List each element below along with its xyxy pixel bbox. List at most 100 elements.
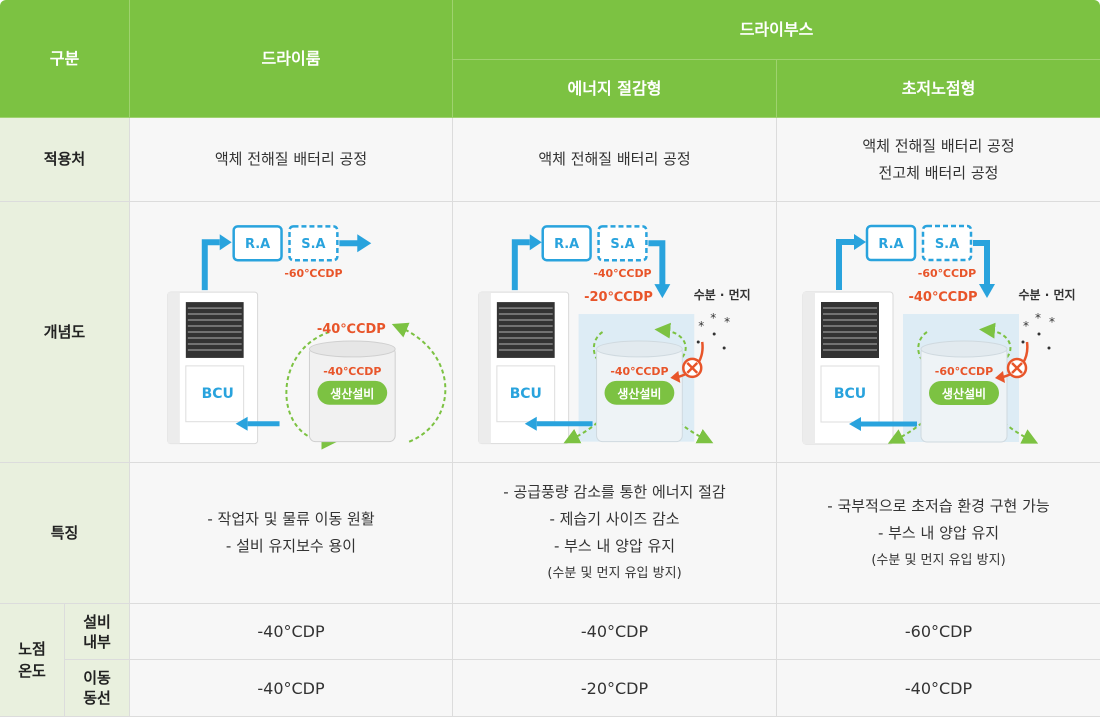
dry-room-diagram: BCU R.A S.A -60℃CDP -40℃CDP -40℃CDP bbox=[167, 224, 447, 450]
concept-ultra-low-dew: BCU R.A S.A -60℃CDP -40℃CDP 수분 · 먼지 * * * bbox=[777, 202, 1100, 463]
equipment-label: 생산설비 bbox=[330, 385, 374, 400]
bcu-unit: BCU bbox=[167, 291, 259, 444]
inside-energy-saving: -40°CDP bbox=[453, 604, 777, 660]
feature-line: - 제습기 사이즈 감소 bbox=[549, 510, 680, 528]
contaminant-label: 수분 · 먼지 bbox=[1018, 287, 1075, 302]
inside-label-line: 내부 bbox=[83, 632, 111, 651]
bcu-unit: BCU bbox=[802, 291, 894, 444]
supply-air-arrow bbox=[654, 283, 671, 298]
feature-line: - 부스 내 양압 유지 bbox=[877, 523, 1000, 542]
svg-text:*: * bbox=[1049, 315, 1055, 329]
inside-ultra-low-dew: -60°CDP bbox=[777, 604, 1100, 660]
supply-air-arrow bbox=[357, 233, 372, 252]
path-energy-saving: -20°CDP bbox=[453, 660, 777, 717]
application-dry-room-line: 액체 전해질 배터리 공정 bbox=[214, 150, 368, 168]
sa-cdp-label: -60℃CDP bbox=[284, 267, 342, 280]
svg-text:*: * bbox=[1035, 311, 1041, 325]
blocked-icon bbox=[670, 341, 704, 383]
production-equipment: -40℃CDP 생산설비 bbox=[596, 339, 683, 442]
ultra-low-dew-diagram: BCU R.A S.A -60℃CDP -40℃CDP 수분 · 먼지 * * * bbox=[802, 224, 1076, 444]
sa-box bbox=[921, 224, 973, 261]
row-label-application: 적용처 bbox=[0, 118, 130, 202]
application-ultra-low-dew-line: 전고체 배터리 공정 bbox=[878, 163, 999, 182]
header-category: 구분 bbox=[0, 0, 130, 118]
inner-cdp-label: -60℃CDP bbox=[935, 365, 993, 378]
equipment-label: 생산설비 bbox=[942, 386, 986, 401]
concept-energy-saving: BCU R.A S.A -40℃CDP -20℃CDP 수분 · 먼지 * * * bbox=[453, 202, 777, 463]
path-label-line: 동선 bbox=[83, 689, 111, 707]
feature-line: - 부스 내 양압 유지 bbox=[553, 537, 676, 555]
return-flow-arrow bbox=[235, 416, 248, 431]
ra-box bbox=[865, 224, 917, 261]
bcu-label: BCU bbox=[510, 385, 542, 401]
svg-text:*: * bbox=[698, 319, 704, 333]
ra-label: R.A bbox=[554, 237, 579, 252]
svg-text:*: * bbox=[710, 311, 716, 325]
particle-dots: * * * bbox=[696, 311, 730, 349]
application-dry-room: 액체 전해질 배터리 공정 bbox=[130, 118, 453, 202]
feature-line: - 국부적으로 초저습 환경 구현 가능 bbox=[827, 496, 1050, 515]
ra-label: R.A bbox=[878, 237, 903, 252]
header-ultra-low-dew: 초저노점형 bbox=[777, 60, 1100, 118]
header-dry-booth: 드라이부스 bbox=[453, 0, 1100, 60]
feature-note: (수분 및 먼지 유입 방지) bbox=[547, 566, 682, 581]
feature-line: - 작업자 및 물류 이동 원활 bbox=[207, 510, 375, 528]
sa-label: S.A bbox=[301, 237, 325, 252]
header-dry-room: 드라이룸 bbox=[130, 0, 453, 118]
svg-text:*: * bbox=[724, 315, 730, 329]
room-cdp-label: -40℃CDP bbox=[317, 321, 386, 336]
bcu-label: BCU bbox=[834, 386, 866, 402]
flow-cdp-label: -20℃CDP bbox=[584, 290, 653, 305]
return-air-arrow bbox=[201, 238, 220, 290]
inner-cdp-label: -40℃CDP bbox=[323, 364, 381, 377]
production-equipment: -60℃CDP 생산설비 bbox=[920, 340, 1008, 442]
inside-dry-room: -40°CDP bbox=[130, 604, 453, 660]
flow-cdp-label: -40℃CDP bbox=[908, 290, 977, 305]
ra-label: R.A bbox=[245, 237, 270, 252]
features-energy-saving: - 공급풍량 감소를 통한 에너지 절감 - 제습기 사이즈 감소 - 부스 내… bbox=[453, 463, 777, 604]
dew-point-label-line: 노점 bbox=[18, 640, 46, 658]
blocked-icon bbox=[995, 341, 1029, 383]
header-energy-saving: 에너지 절감형 bbox=[453, 60, 777, 118]
particle-dots: * * * bbox=[1021, 311, 1055, 349]
path-ultra-low-dew: -40°CDP bbox=[777, 660, 1100, 717]
row-label-concept: 개념도 bbox=[0, 202, 130, 463]
sa-label: S.A bbox=[935, 237, 959, 252]
path-label-line: 이동 bbox=[83, 669, 111, 687]
ra-box bbox=[541, 224, 592, 261]
return-flow-arrow bbox=[524, 416, 537, 431]
feature-note: (수분 및 먼지 유입 방지) bbox=[871, 552, 1006, 568]
concept-dry-room: BCU R.A S.A -60℃CDP -40℃CDP -40℃CDP bbox=[130, 202, 453, 463]
ra-box bbox=[232, 224, 283, 261]
equipment-label: 생산설비 bbox=[617, 385, 661, 400]
row-label-path: 이동 동선 bbox=[65, 660, 130, 717]
row-label-dew-point: 노점 온도 bbox=[0, 604, 65, 717]
application-ultra-low-dew-line: 액체 전해질 배터리 공정 bbox=[862, 136, 1015, 155]
contaminant-label: 수분 · 먼지 bbox=[694, 287, 751, 302]
path-dry-room: -40°CDP bbox=[130, 660, 453, 717]
feature-line: - 공급풍량 감소를 통한 에너지 절감 bbox=[503, 483, 726, 501]
sa-box bbox=[288, 224, 339, 261]
application-ultra-low-dew: 액체 전해질 배터리 공정 전고체 배터리 공정 bbox=[777, 118, 1100, 202]
return-flow-arrow bbox=[849, 416, 861, 431]
bcu-unit: BCU bbox=[478, 291, 570, 444]
row-label-inside: 설비 내부 bbox=[65, 604, 130, 660]
energy-saving-diagram: BCU R.A S.A -40℃CDP -20℃CDP 수분 · 먼지 * * * bbox=[478, 224, 751, 444]
row-label-features: 특징 bbox=[0, 463, 130, 604]
application-energy-saving: 액체 전해질 배터리 공정 bbox=[453, 118, 777, 202]
production-equipment: -40℃CDP 생산설비 bbox=[308, 339, 396, 442]
inside-label-line: 설비 bbox=[83, 612, 111, 631]
return-air-arrow bbox=[854, 233, 866, 250]
sa-label: S.A bbox=[610, 237, 634, 252]
features-ultra-low-dew: - 국부적으로 초저습 환경 구현 가능 - 부스 내 양압 유지 (수분 및 … bbox=[777, 463, 1100, 604]
svg-text:*: * bbox=[1023, 319, 1029, 333]
sa-cdp-label: -60℃CDP bbox=[918, 267, 976, 280]
application-energy-saving-line: 액체 전해질 배터리 공정 bbox=[538, 150, 691, 168]
supply-air-arrow bbox=[979, 283, 995, 298]
inner-cdp-label: -40℃CDP bbox=[610, 364, 668, 377]
bcu-label: BCU bbox=[202, 385, 234, 401]
feature-line: - 설비 유지보수 용이 bbox=[225, 537, 357, 555]
features-dry-room: - 작업자 및 물류 이동 원활 - 설비 유지보수 용이 bbox=[130, 463, 453, 604]
return-air-arrow bbox=[529, 233, 542, 250]
